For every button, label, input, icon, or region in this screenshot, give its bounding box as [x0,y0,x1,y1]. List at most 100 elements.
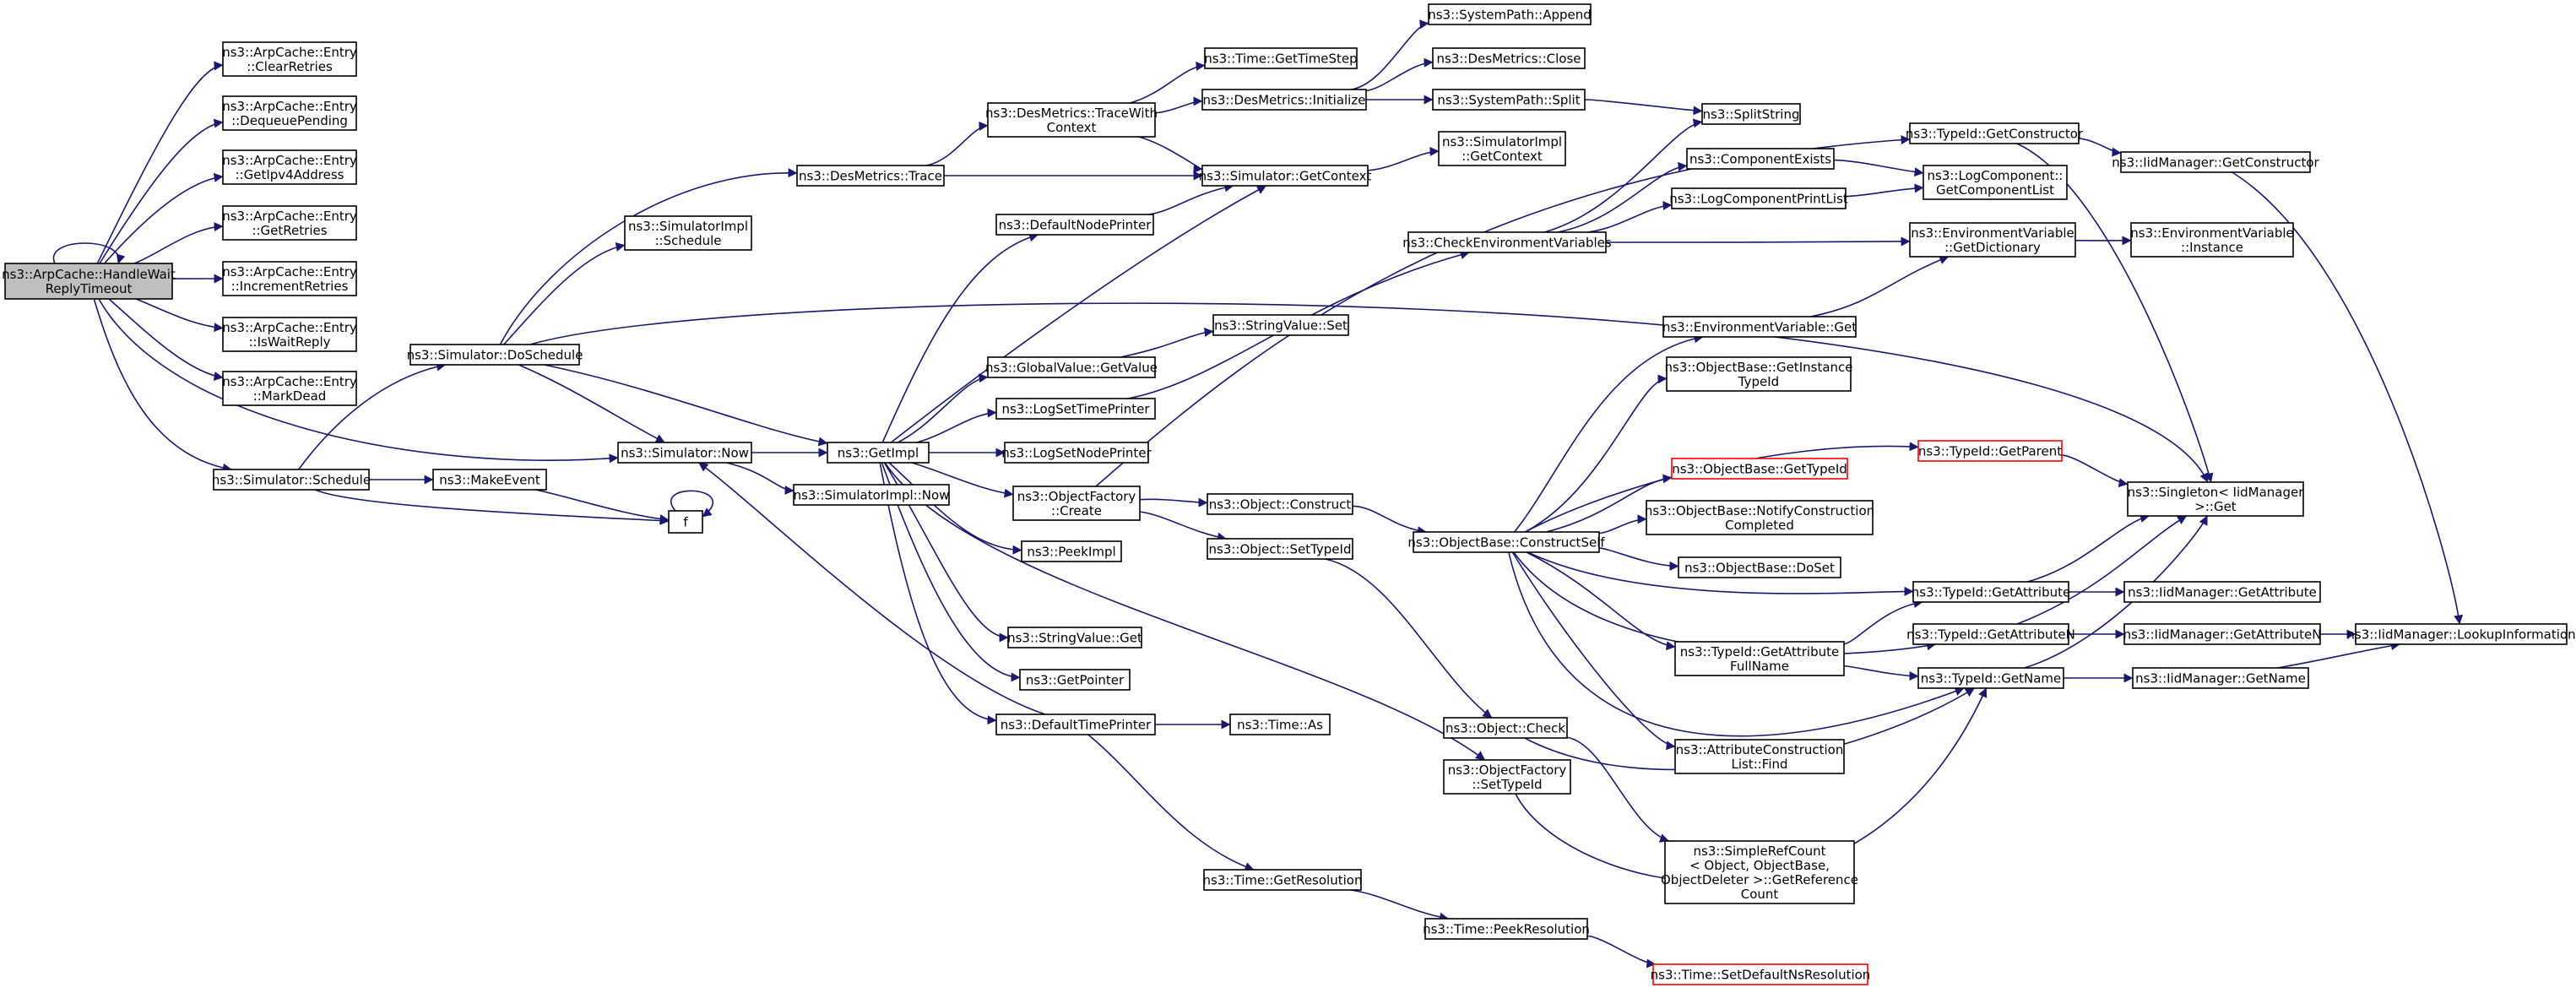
node-label-ofsettypeid: ns3::ObjectFactory [1448,762,1567,778]
edge-obconstructself-to-obgettypeid [1546,474,1673,533]
node-implgetcontext[interactable]: ns3::SimulatorImpl::GetContext [1438,131,1566,166]
node-defnodeprinter[interactable]: ns3::DefaultNodePrinter [995,214,1154,236]
node-label-iidgetattrn: ns3::IidManager::GetAttributeN [2123,627,2322,643]
node-ofcreate[interactable]: ns3::ObjectFactory::Create [1012,486,1141,521]
edge-destrace-to-tracewithctx [925,121,989,166]
node-clearretries[interactable]: ns3::ArpCache::Entry::ClearRetries [222,41,357,77]
node-tidgetname[interactable]: ns3::TypeId::GetName [1917,667,2064,689]
node-spsplit[interactable]: ns3::SystemPath::Split [1432,89,1586,111]
node-getimpl[interactable]: ns3::GetImpl [827,442,930,464]
node-incretries[interactable]: ns3::ArpCache::Entry::IncrementRetries [222,261,357,296]
node-getretries[interactable]: ns3::ArpCache::Entry::GetRetries [222,205,357,241]
edge-obconstructself-to-envget [1514,334,1704,533]
node-setdefaultns[interactable]: ns3::Time::SetDefaultNsResolution [1651,963,1871,985]
node-gettimestep[interactable]: ns3::Time::GetTimeStep [1204,47,1358,69]
node-box-obconstructself [1413,531,1600,553]
node-box-envget [1662,316,1857,338]
node-logcompprint[interactable]: ns3::LogComponentPrintList [1669,187,1848,209]
edge-defnodeprinter-to-getcontext [1148,182,1234,215]
node-makeevent[interactable]: ns3::MakeEvent [432,469,547,491]
node-doschedule[interactable]: ns3::Simulator::DoSchedule [407,344,583,366]
node-label-getattrfull: FullName [1730,659,1789,674]
node-label-implschedule: ns3::SimulatorImpl [628,219,748,234]
node-f[interactable]: f [668,510,703,534]
node-getpointer[interactable]: ns3::GetPointer [1019,669,1131,691]
edge-envget-to-envgetdict [1810,255,1950,317]
node-gvgetvalue[interactable]: ns3::GlobalValue::GetValue [985,356,1158,378]
node-timeas[interactable]: ns3::Time::As [1229,714,1331,735]
node-label-getresolution: ns3::Time::GetResolution [1203,873,1363,888]
node-box-tidgetname [1917,667,2064,689]
node-obconstructself[interactable]: ns3::ObjectBase::ConstructSelf [1407,531,1605,553]
node-iidgetname[interactable]: ns3::IidManager::GetName [2132,667,2309,689]
node-getresolution[interactable]: ns3::Time::GetResolution [1203,869,1363,891]
node-compexists[interactable]: ns3::ComponentExists [1686,148,1835,170]
node-destrace[interactable]: ns3::DesMetrics::Trace [796,165,945,187]
node-iidgetattr[interactable]: ns3::IidManager::GetAttribute [2123,581,2321,603]
node-markdead[interactable]: ns3::ArpCache::Entry::MarkDead [222,371,357,406]
node-iidlookup[interactable]: ns3::IidManager::LookupInformation [2346,623,2576,645]
node-spappend[interactable]: ns3::SystemPath::Append [1428,3,1592,25]
node-label-doschedule: ns3::Simulator::DoSchedule [407,348,583,363]
node-obnotify[interactable]: ns3::ObjectBase::NotifyConstructionCompl… [1645,500,1874,535]
node-objconstruct[interactable]: ns3::Object::Construct [1207,493,1353,515]
node-obdoset[interactable]: ns3::ObjectBase::DoSet [1678,556,1841,578]
node-label-objcheck: ns3::Object::Check [1445,721,1565,736]
node-envget[interactable]: ns3::EnvironmentVariable::Get [1662,316,1857,338]
node-ofsettypeid[interactable]: ns3::ObjectFactory::SetTypeId [1443,759,1571,795]
node-tidgetconstructor[interactable]: ns3::TypeId::GetConstructor [1906,122,2084,144]
node-label-gettimestep: ns3::Time::GetTimeStep [1204,52,1357,67]
node-simplerefcount[interactable]: ns3::SimpleRefCount< Object, ObjectBase,… [1661,840,1858,904]
node-iswaitreply[interactable]: ns3::ArpCache::Entry::IsWaitReply [222,317,357,352]
node-obgettypeid[interactable]: ns3::ObjectBase::GetTypeId [1671,458,1848,480]
node-label-envinstance: ns3::EnvironmentVariable [2130,225,2293,241]
node-objsettypeid[interactable]: ns3::Object::SetTypeId [1207,538,1353,560]
node-getipv4[interactable]: ns3::ArpCache::Entry::GetIpv4Address [222,149,357,185]
node-logsetnode[interactable]: ns3::LogSetNodePrinter [1001,442,1152,464]
node-peekresolution[interactable]: ns3::Time::PeekResolution [1423,918,1590,940]
edge-obconstructself-to-obnotify [1598,514,1647,534]
edge-simnow-to-implnow [726,462,794,495]
node-objcheck[interactable]: ns3::Object::Check [1443,717,1568,739]
node-implschedule[interactable]: ns3::SimulatorImpl::Schedule [624,215,752,251]
edge-doschedule-to-implschedule [503,241,626,345]
node-iidgetconstructor[interactable]: ns3::IidManager::GetConstructor [2112,151,2320,173]
node-dequeuepending[interactable]: ns3::ArpCache::Entry::DequeuePending [222,95,357,131]
node-peekimpl[interactable]: ns3::PeekImpl [1021,540,1122,562]
node-label-iidlookup: ns3::IidManager::LookupInformation [2346,627,2575,643]
node-simnow[interactable]: ns3::Simulator::Now [617,442,752,464]
node-label-acfind: List::Find [1731,757,1787,772]
node-simschedule[interactable]: ns3::Simulator::Schedule [212,469,371,491]
node-tidgetattrn[interactable]: ns3::TypeId::GetAttributeN [1906,623,2075,645]
node-box-simnow [617,442,752,464]
node-logsettime[interactable]: ns3::LogSetTimePrinter [995,398,1156,420]
node-iidgetattrn[interactable]: ns3::IidManager::GetAttributeN [2123,623,2322,645]
node-lcgetlist[interactable]: ns3::LogComponent::GetComponentList [1923,165,2068,200]
edge-obconstructself-to-tidgetattr [1527,551,1914,596]
node-tidgetattr[interactable]: ns3::TypeId::GetAttribute [1912,581,2070,603]
node-desinit[interactable]: ns3::DesMetrics::Initialize [1201,89,1367,111]
node-svget[interactable]: ns3::StringValue::Get [1007,627,1142,648]
node-label-obgetinstance: TypeId [1738,374,1779,389]
node-getcontext[interactable]: ns3::Simulator::GetContext [1199,165,1372,187]
node-label-getretries: ::GetRetries [252,223,327,238]
node-tidgetparent[interactable]: ns3::TypeId::GetParent [1917,440,2063,462]
node-box-logsetnode [1004,442,1149,464]
node-implnow[interactable]: ns3::SimulatorImpl::Now [793,484,950,506]
node-checkenv[interactable]: ns3::CheckEnvironmentVariables [1402,231,1612,253]
node-envgetdict[interactable]: ns3::EnvironmentVariable::GetDictionary [1909,222,2076,258]
edge-checkenv-to-compexists [1557,161,1688,233]
node-svset[interactable]: ns3::StringValue::Set [1212,314,1349,336]
node-label-getpointer: ns3::GetPointer [1026,673,1125,688]
node-envinstance[interactable]: ns3::EnvironmentVariable::Instance [2130,222,2294,258]
node-box-objsettypeid [1207,538,1353,560]
node-splitstring[interactable]: ns3::SplitString [1701,103,1801,125]
node-singletonget[interactable]: ns3::Singleton< IidManager>::Get [2127,481,2305,517]
node-deftimeprinter[interactable]: ns3::DefaultTimePrinter [995,714,1156,735]
node-desclose[interactable]: ns3::DesMetrics::Close [1432,47,1586,69]
